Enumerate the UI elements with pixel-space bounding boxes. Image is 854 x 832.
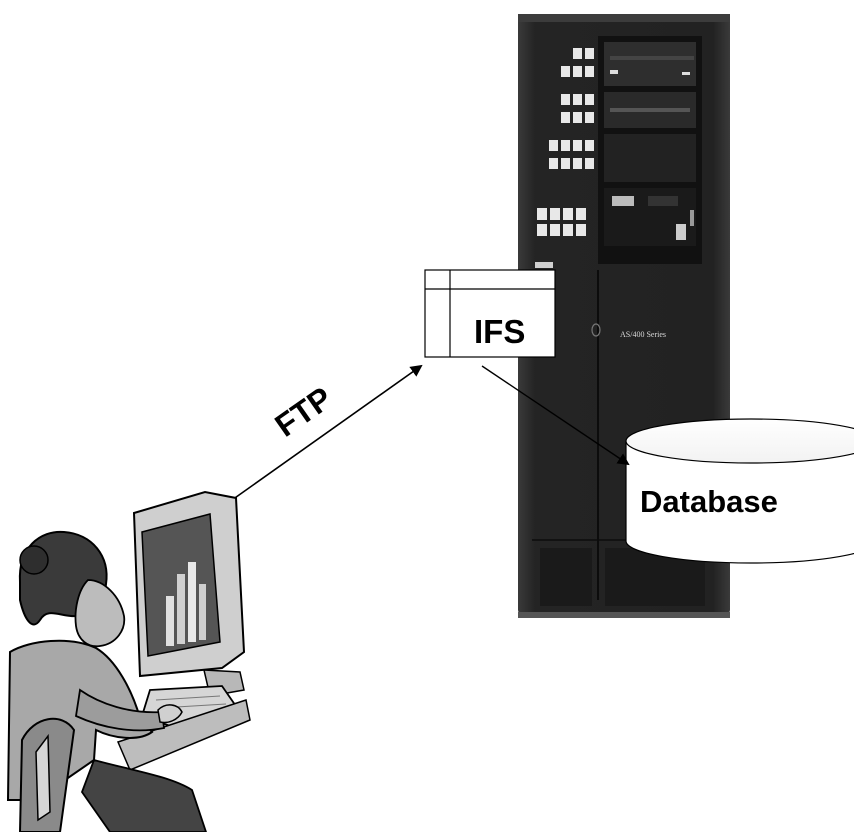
server-tower-icon: AS/400 Series bbox=[518, 14, 730, 618]
server-model-label: AS/400 Series bbox=[620, 330, 666, 339]
ifs-window-icon bbox=[424, 269, 556, 358]
ftp-arrow bbox=[207, 364, 423, 518]
power-button-icon bbox=[591, 323, 601, 337]
brand-badge bbox=[535, 262, 553, 268]
ifs-to-database-arrow bbox=[481, 365, 630, 466]
database-cylinder-icon bbox=[625, 418, 854, 564]
user-at-computer-icon bbox=[6, 490, 251, 832]
database-label: Database bbox=[640, 484, 778, 519]
ifs-label: IFS bbox=[474, 313, 525, 350]
ftp-label: FTP bbox=[268, 380, 338, 444]
